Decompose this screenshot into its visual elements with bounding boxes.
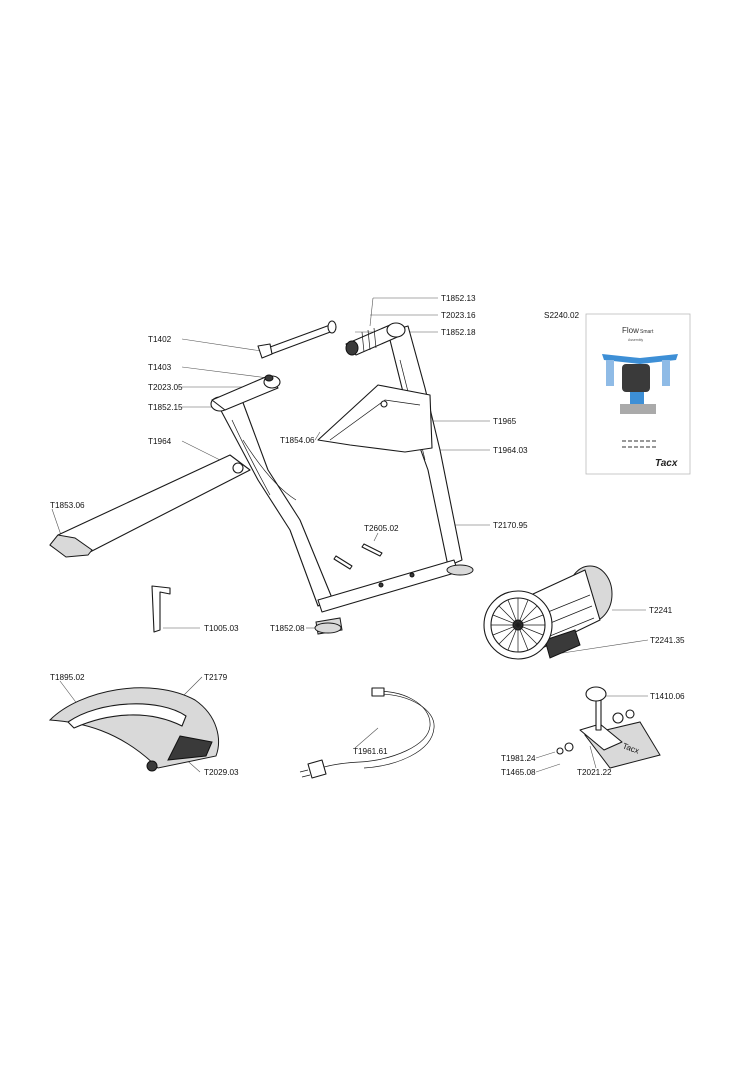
label-t1465-08: T1465.08 (501, 768, 536, 777)
resistance-unit (483, 565, 613, 660)
part-labels: T1852.13 T2023.16 T1852.18 S2240.02 T140… (50, 294, 685, 777)
label-t2170-95: T2170.95 (493, 521, 528, 530)
label-t1852-18: T1852.18 (441, 328, 476, 337)
label-t2023-05: T2023.05 (148, 383, 183, 392)
label-t1965: T1965 (493, 417, 517, 426)
label-t2241: T2241 (649, 606, 673, 615)
label-t1852-15: T1852.15 (148, 403, 183, 412)
assembly-manual: Flow Smart Assembly Tacx (585, 313, 691, 475)
label-t1402: T1402 (148, 335, 172, 344)
label-t2605-02: T2605.02 (364, 524, 399, 533)
manual-title-suffix: Smart (640, 329, 654, 335)
label-t1005-03: T1005.03 (204, 624, 239, 633)
power-cable (299, 687, 435, 779)
label-t1410-06: T1410.06 (650, 692, 685, 701)
manual-brand: Tacx (655, 458, 678, 469)
label-t1852-08: T1852.08 (270, 624, 305, 633)
label-t2179: T2179 (204, 673, 228, 682)
label-t2023-16: T2023.16 (441, 311, 476, 320)
manual-subtitle: Assembly (628, 338, 643, 342)
trainer-frame (49, 320, 474, 635)
label-t1895-02: T1895.02 (50, 673, 85, 682)
label-t2029-03: T2029.03 (204, 768, 239, 777)
label-t1961-61: T1961.61 (353, 747, 388, 756)
label-t1981-24: T1981.24 (501, 754, 536, 763)
label-t1854-06: T1854.06 (280, 436, 315, 445)
label-t2021-22: T2021.22 (577, 768, 612, 777)
label-t1964: T1964 (148, 437, 172, 446)
label-s2240-02: S2240.02 (544, 311, 580, 320)
foot-cap-left (49, 534, 93, 558)
label-t2241-35: T2241.35 (650, 636, 685, 645)
manual-title: Flow (622, 326, 639, 335)
flywheel-cover (48, 687, 219, 772)
label-t1852-13: T1852.13 (441, 294, 476, 303)
label-t1853-06: T1853.06 (50, 501, 85, 510)
label-t1964-03: T1964.03 (493, 446, 528, 455)
clamp-plate: Tacx (556, 686, 661, 769)
label-t1403: T1403 (148, 363, 172, 372)
